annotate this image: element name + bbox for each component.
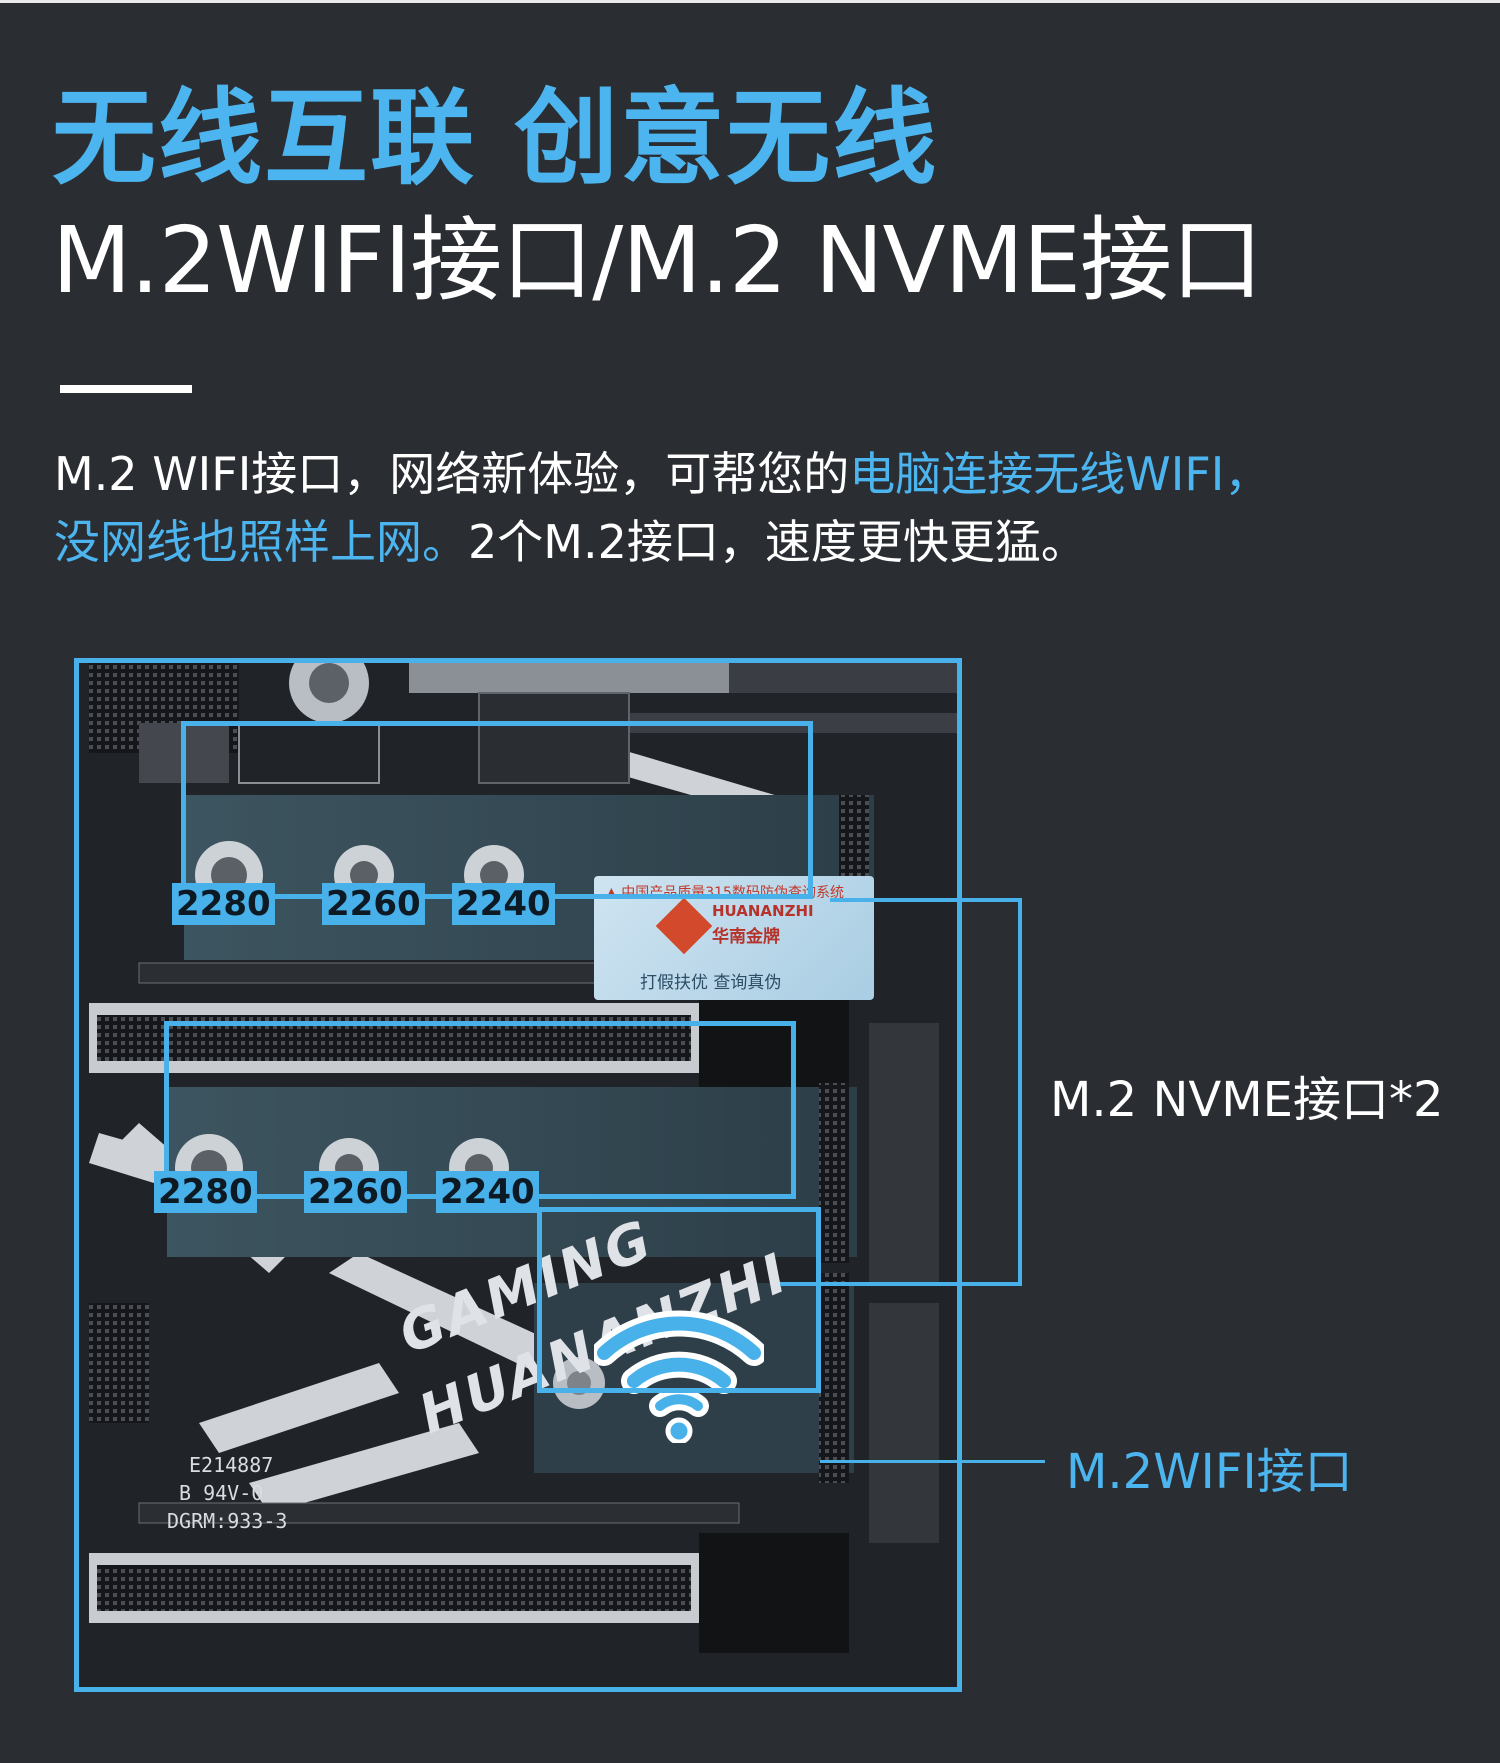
- description: M.2 WIFI接口，网络新体验，可帮您的电脑连接无线WIFI， 没网线也照样上网…: [54, 440, 1454, 576]
- slot-label-lower-2240: 2240: [436, 1171, 539, 1213]
- wifi-callout-label: M.2WIFI接口: [1066, 1444, 1353, 1500]
- sticker-bottom-text: 打假扶优 查询真伪: [640, 973, 782, 993]
- description-highlight1: 电脑连接无线WIFI，: [849, 447, 1271, 501]
- slot-label-upper-2240: 2240: [452, 883, 555, 925]
- description-highlight2: 没网线也照样上网。: [54, 515, 468, 569]
- motherboard-image: ▲ 中国产品质量315数码防伪查询系统 HUANANZHI 华南金牌 打假扶优 …: [74, 658, 962, 1692]
- nvme-callout-line-top: [830, 898, 1022, 902]
- slot-label-lower-2260: 2260: [304, 1171, 407, 1213]
- m2-slot-upper-box: [181, 721, 813, 899]
- nvme-callout-bracket: [1018, 898, 1022, 1286]
- top-border: [0, 0, 1500, 3]
- page-subtitle: M.2WIFI接口/M.2 NVME接口: [52, 207, 1263, 314]
- title-divider: [60, 385, 192, 393]
- m2-wifi-box: [537, 1207, 821, 1393]
- description-part2: 2个M.2接口，速度更快更猛。: [468, 515, 1087, 569]
- silkscreen-code-2: B 94V-0: [179, 1481, 264, 1505]
- slot-label-upper-2280: 2280: [172, 883, 275, 925]
- sticker-brand-cn: 华南金牌: [712, 927, 780, 947]
- silkscreen-code-1: E214887: [189, 1453, 274, 1477]
- slot-label-lower-2280: 2280: [154, 1171, 257, 1213]
- brand-logo-icon: [655, 897, 713, 955]
- page-title: 无线互联 创意无线: [52, 77, 939, 199]
- nvme-callout-line-bottom: [780, 1282, 1022, 1286]
- slot-label-upper-2260: 2260: [322, 883, 425, 925]
- wifi-icon: [594, 1310, 764, 1443]
- sticker-brand: HUANANZHI: [712, 902, 814, 920]
- silkscreen-code-3: DGRM:933-3: [167, 1509, 288, 1533]
- nvme-callout-label: M.2 NVME接口*2: [1050, 1072, 1444, 1128]
- description-part1: M.2 WIFI接口，网络新体验，可帮您的: [54, 447, 850, 501]
- wifi-callout-line: [820, 1460, 1045, 1463]
